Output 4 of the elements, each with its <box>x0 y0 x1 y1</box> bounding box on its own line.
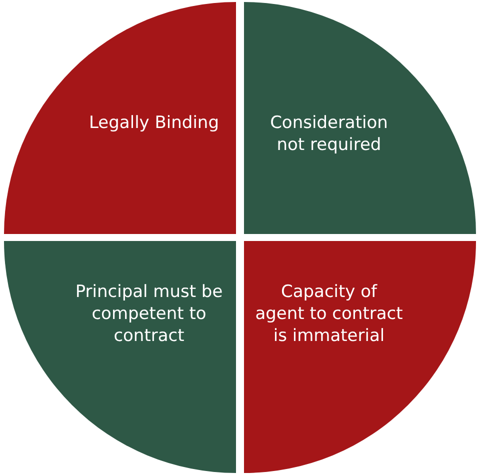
segment-label: Principal must be competent to contract <box>74 281 224 347</box>
segment-label: Consideration not required <box>269 112 389 156</box>
segment-label: Capacity of agent to contract is immaterial <box>254 281 404 347</box>
segment-label: Legally Binding <box>88 112 220 134</box>
